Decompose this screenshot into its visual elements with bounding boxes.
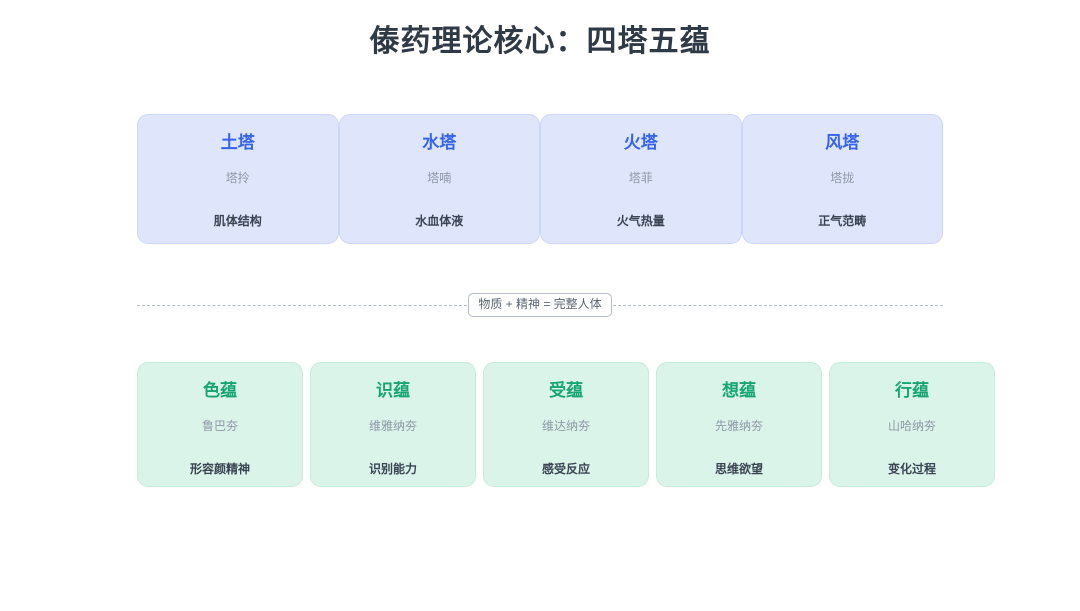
tower-card-subtitle: 塔菲	[628, 171, 653, 185]
aggregate-card-subtitle: 鲁巴夯	[201, 419, 238, 433]
aggregate-card-5[interactable]: 行蕴 山哈纳夯 变化过程	[829, 362, 995, 487]
divider-line-left	[137, 304, 468, 306]
aggregate-card-description: 感受反应	[541, 462, 590, 476]
aggregate-card-subtitle: 维雅纳夯	[368, 419, 417, 433]
aggregate-card-title: 受蕴	[549, 381, 583, 400]
divider-line-right	[612, 304, 944, 306]
aggregate-card-title: 想蕴	[722, 381, 756, 400]
tower-card-subtitle: 塔拢	[830, 171, 855, 185]
tower-card-title: 风塔	[825, 133, 860, 152]
tower-card-1[interactable]: 土塔 塔拎 肌体结构	[137, 114, 339, 244]
aggregate-card-description: 变化过程	[887, 462, 936, 476]
aggregate-card-subtitle: 先雅纳夯	[714, 419, 763, 433]
page-title: 傣药理论核心：四塔五蕴	[369, 25, 711, 58]
aggregate-card-description: 识别能力	[368, 462, 417, 476]
tower-card-2[interactable]: 水塔 塔喃 水血体液	[338, 114, 540, 244]
aggregate-card-title: 色蕴	[203, 381, 237, 400]
divider-label: 物质 + 精神 = 完整人体	[468, 293, 612, 317]
aggregate-card-description: 思维欲望	[714, 462, 763, 476]
tower-card-title: 土塔	[220, 133, 255, 152]
aggregate-card-3[interactable]: 受蕴 维达纳夯 感受反应	[483, 362, 649, 487]
five-aggregates-row: 色蕴 鲁巴夯 形容颜精神 识蕴 维雅纳夯 识别能力 受蕴 维达纳夯 感受反应 想…	[137, 362, 995, 487]
aggregate-card-title: 行蕴	[895, 381, 929, 400]
aggregate-card-2[interactable]: 识蕴 维雅纳夯 识别能力	[310, 362, 476, 487]
tower-card-subtitle: 塔拎	[225, 171, 250, 185]
tower-card-description: 火气热量	[616, 214, 665, 228]
tower-card-description: 正气范畴	[818, 214, 867, 228]
aggregate-card-title: 识蕴	[376, 381, 410, 400]
tower-card-description: 水血体液	[415, 214, 464, 228]
tower-card-title: 火塔	[623, 133, 658, 152]
tower-card-subtitle: 塔喃	[427, 171, 452, 185]
aggregate-card-subtitle: 维达纳夯	[541, 419, 590, 433]
tower-card-title: 水塔	[422, 133, 457, 152]
section-divider: 物质 + 精神 = 完整人体	[137, 293, 944, 317]
four-towers-row: 土塔 塔拎 肌体结构 水塔 塔喃 水血体液 火塔 塔菲 火气热量 风塔 塔拢 正…	[137, 114, 943, 244]
aggregate-card-subtitle: 山哈纳夯	[887, 419, 936, 433]
tower-card-description: 肌体结构	[213, 214, 262, 228]
aggregate-card-description: 形容颜精神	[189, 462, 250, 476]
tower-card-4[interactable]: 风塔 塔拢 正气范畴	[741, 114, 943, 244]
tower-card-3[interactable]: 火塔 塔菲 火气热量	[540, 114, 742, 244]
aggregate-card-4[interactable]: 想蕴 先雅纳夯 思维欲望	[656, 362, 822, 487]
aggregate-card-1[interactable]: 色蕴 鲁巴夯 形容颜精神	[137, 362, 303, 487]
